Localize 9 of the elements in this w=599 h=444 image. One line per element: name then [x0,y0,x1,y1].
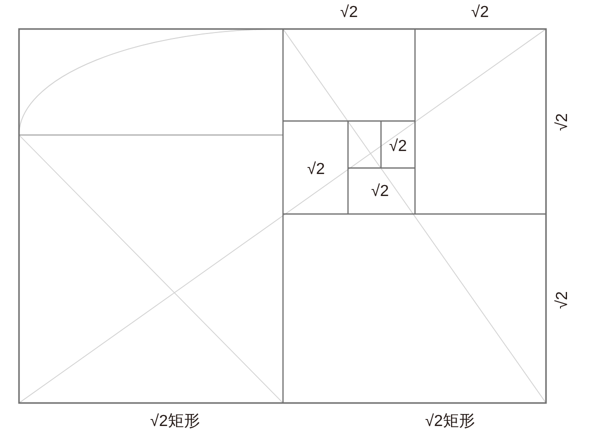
rectangle-caption: √2矩形 [150,414,200,430]
dimension-label: √2 [371,184,389,200]
dimension-label: √2 [389,139,407,155]
dimension-label: √2 [471,5,489,21]
dimension-label: √2 [307,162,325,178]
dimension-label: √2 [555,113,571,131]
rectangle-caption: √2矩形 [425,414,475,430]
dimension-label: √2 [555,291,571,309]
dimension-label: √2 [340,5,358,21]
